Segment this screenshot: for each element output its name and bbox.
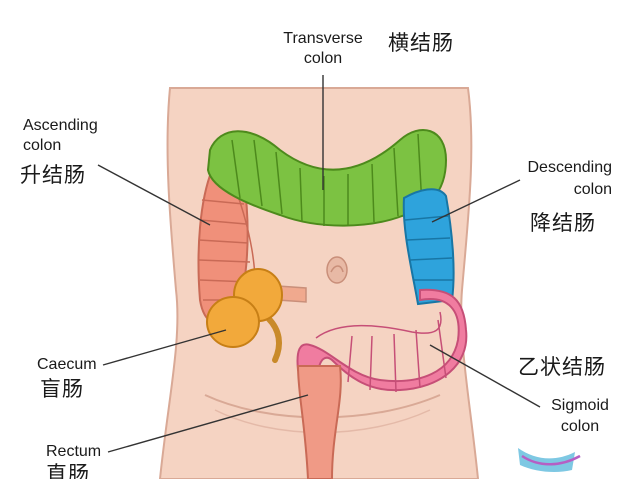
label-rectum-zh: 直肠 <box>46 462 90 479</box>
label-sigmoid-en-2: colon <box>560 418 600 435</box>
label-ascending-en-2: colon <box>23 137 62 154</box>
navel <box>326 256 348 284</box>
leader-rectum <box>107 394 309 453</box>
leader-sigmoid <box>429 344 541 408</box>
label-rectum-en: Rectum <box>46 443 102 460</box>
caecum <box>206 268 283 348</box>
leader-descending <box>431 179 521 223</box>
label-transverse-en-1: Transverse <box>283 30 363 47</box>
appendix <box>265 315 283 363</box>
rectum <box>296 365 342 479</box>
leader-lines <box>97 75 541 453</box>
label-transverse-en-2: colon <box>303 50 343 67</box>
label-transverse-zh: 横结肠 <box>388 31 454 55</box>
label-ascending-en-1: Ascending <box>23 117 98 134</box>
transverse-colon <box>206 129 448 227</box>
logo-mark <box>518 448 581 473</box>
label-sigmoid-en-1: Sigmoid <box>551 397 609 414</box>
label-ascending-zh: 升结肠 <box>20 163 86 187</box>
label-descending-zh: 降结肠 <box>530 211 596 235</box>
label-descending-en-2: colon <box>573 181 612 198</box>
leader-ascending <box>97 164 211 226</box>
leader-caecum <box>102 329 227 366</box>
label-descending-en-1: Descending <box>527 159 613 176</box>
label-sigmoid-zh: 乙状结肠 <box>518 355 606 379</box>
label-caecum-zh: 盲肠 <box>40 377 84 401</box>
label-caecum-en: Caecum <box>37 356 97 373</box>
